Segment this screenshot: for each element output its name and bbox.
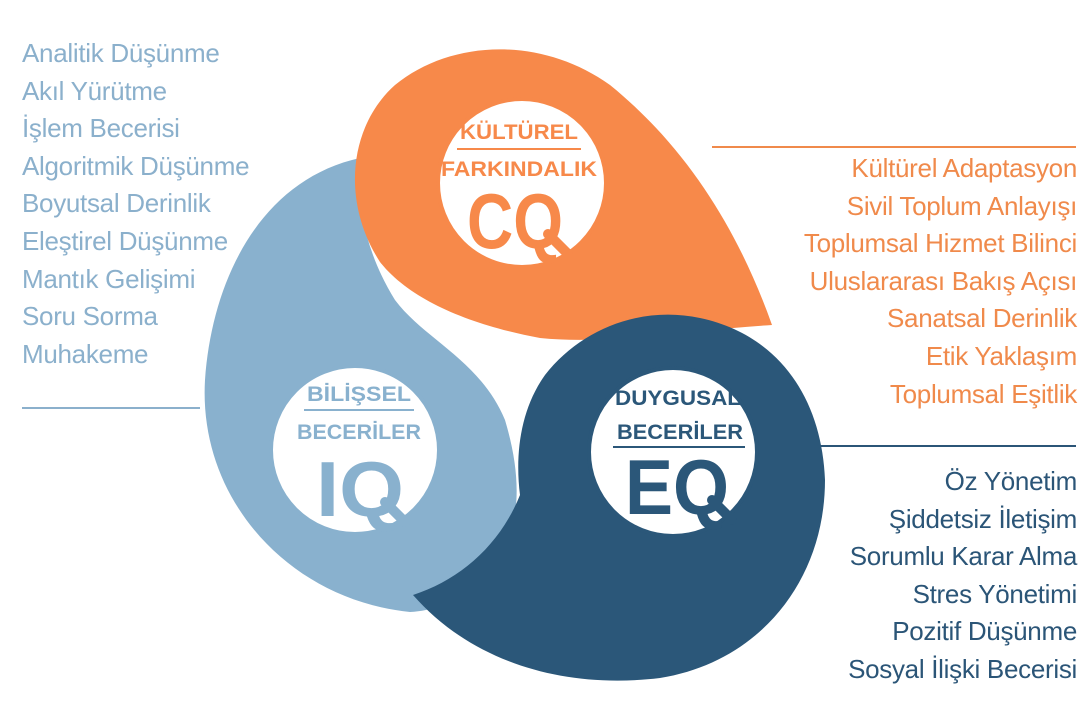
cq-q-tail <box>543 229 573 259</box>
eq-code: EQ <box>625 443 729 531</box>
cq-title-line2: FARKINDALIK <box>441 158 597 181</box>
iq-skill-item: Akıl Yürütme <box>22 75 167 106</box>
cq-skill-item: Uluslararası Bakış Açısı <box>809 265 1078 296</box>
eq-title-line2: BECERİLER <box>617 421 743 444</box>
cq-skill-item: Kültürel Adaptasyon <box>851 153 1077 183</box>
iq-title-line1: BİLİŞSEL <box>307 383 411 406</box>
iq-skill-item: Soru Sorma <box>22 301 158 332</box>
eq-skill-item: Pozitif Düşünme <box>892 616 1077 647</box>
eq-skill-item: Stres Yönetimi <box>912 578 1078 609</box>
eq-skill-item: Şiddetsiz İletişim <box>888 503 1078 534</box>
iq-skill-item: Analitik Düşünme <box>22 38 220 68</box>
iq-skill-item: Mantık Gelişimi <box>22 263 196 294</box>
cq-skill-item: Sanatsal Derinlik <box>887 303 1077 334</box>
iq-skill-item: Algoritmik Düşünme <box>22 150 250 181</box>
iq-skill-item: Muhakeme <box>22 338 149 369</box>
cq-skill-item: Toplumsal Hizmet Bilinci <box>803 228 1077 259</box>
iq-title-line2: BECERİLER <box>297 421 421 444</box>
iq-center-circle <box>269 364 441 536</box>
cq-skill-item: Etik Yaklaşım <box>925 340 1077 371</box>
iq-code: IQ <box>316 445 404 533</box>
eq-title-line1: DUYGUSAL <box>615 387 741 410</box>
iq-skill-item: Boyutsal Derinlik <box>22 188 211 219</box>
cq-center-circle <box>436 97 608 269</box>
cq-code: CQ <box>467 177 563 265</box>
eq-center-circle <box>587 366 759 538</box>
eq-q-tail <box>707 495 737 525</box>
iq-q-tail <box>380 497 410 527</box>
eq-skill-item: Öz Yönetim <box>944 466 1078 496</box>
iq-skill-item: İşlem Becerisi <box>22 113 180 144</box>
cq-skill-item: Toplumsal Eşitlik <box>889 378 1077 409</box>
eq-skill-item: Sorumlu Karar Alma <box>849 541 1078 572</box>
cq-skill-item: Sivil Toplum Anlayışı <box>846 190 1078 221</box>
cq-title-line1: KÜLTÜREL <box>460 121 578 144</box>
iq-skill-item: Eleştirel Düşünme <box>22 225 228 256</box>
eq-skill-item: Sosyal İlişki Becerisi <box>848 653 1077 684</box>
